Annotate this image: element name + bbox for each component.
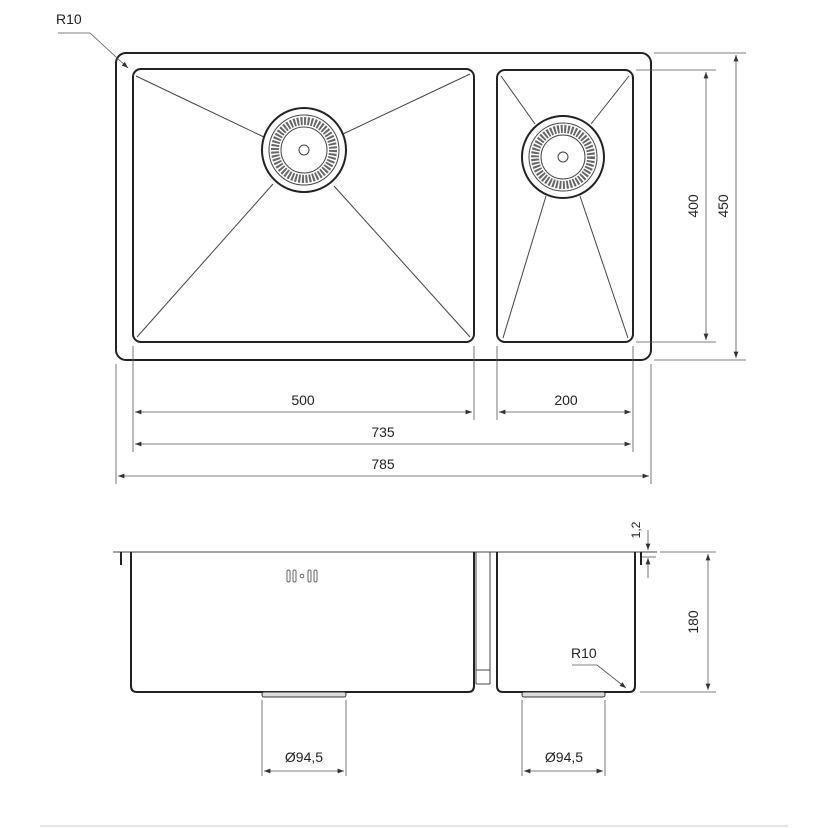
right-drain-icon: [521, 115, 605, 199]
overflow-slots-icon: [286, 569, 318, 583]
radius-leader: [58, 32, 129, 69]
dim-inner-depth: 400: [685, 194, 701, 218]
dim-right-drain-diameter: Ø94,5: [545, 749, 583, 765]
side-left-bowl: [130, 552, 475, 693]
sink-outer-rim: [115, 52, 652, 361]
dim-thickness: 1,2: [629, 521, 643, 538]
dim-left-bowl-width: 500: [291, 392, 315, 408]
dimension-arrows: [118, 55, 739, 479]
right-bowl: [496, 69, 634, 343]
side-right-drain: [521, 691, 606, 698]
left-bowl-slope-lines: [135, 73, 471, 338]
left-drain-icon: [261, 107, 347, 193]
side-view: Ø94,5 Ø94,5 180 1,2 R10: [113, 521, 716, 776]
dim-overall-depth: 450: [715, 194, 731, 218]
side-divider: [475, 552, 491, 685]
dim-right-bowl-width: 200: [554, 392, 578, 408]
top-view: R10 500 200 735 785 400 450: [56, 11, 746, 484]
side-radius-label: R10: [571, 645, 597, 661]
left-bowl: [132, 68, 475, 343]
dim-left-drain-diameter: Ø94,5: [285, 749, 323, 765]
side-dimension-arrows: [264, 530, 711, 774]
side-left-drain: [261, 691, 347, 698]
extension-lines: [115, 52, 746, 484]
side-radius-arrow: [596, 664, 627, 689]
dim-bowl-height: 180: [685, 610, 701, 634]
right-bowl-slope-lines: [500, 75, 630, 339]
top-radius-label: R10: [56, 11, 82, 27]
dim-inner-total-width: 735: [371, 424, 395, 440]
side-right-bowl: [496, 552, 636, 693]
side-extension-lines: [261, 551, 716, 776]
dim-overall-width: 785: [371, 456, 395, 472]
